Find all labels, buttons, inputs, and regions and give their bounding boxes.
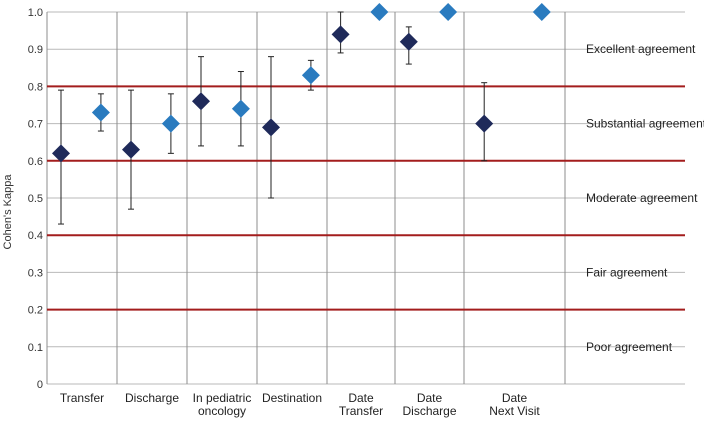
- y-axis-title: Cohen's Kappa: [2, 174, 14, 250]
- point-s1-c6: [532, 3, 551, 21]
- category-label-3: Destination: [262, 391, 322, 405]
- point-s0-c4: [331, 25, 350, 44]
- band-label-1: Substantial agreement: [586, 117, 704, 131]
- band-label-3: Fair agreement: [586, 265, 668, 279]
- y-tick-label-1: 0.1: [28, 342, 43, 354]
- point-s1-c1: [161, 114, 180, 133]
- y-tick-label-10: 1.0: [28, 7, 43, 19]
- point-s1-c3: [301, 66, 320, 85]
- band-label-4: Poor agreement: [586, 340, 673, 354]
- y-tick-layer: 0 0.1 0.2 0.3 0.4 0.5 0.6 0.7 0.8 0.9 1.0: [28, 7, 43, 391]
- band-label-0: Excellent agreement: [586, 42, 696, 56]
- point-s0-c1: [122, 140, 140, 159]
- y-tick-label-5: 0.5: [28, 193, 43, 205]
- point-s0-c2: [192, 92, 210, 111]
- category-label-1: Discharge: [125, 391, 179, 405]
- point-s0-c6: [475, 114, 494, 133]
- point-s0-c0: [52, 144, 70, 163]
- category-label-0: Transfer: [60, 391, 104, 405]
- y-tick-label-4: 0.4: [28, 230, 43, 242]
- y-tick-label-8: 0.8: [28, 81, 43, 93]
- point-layer: [52, 3, 551, 163]
- y-tick-label-9: 0.9: [28, 44, 43, 56]
- point-s1-c0: [91, 103, 110, 122]
- point-s1-c5: [439, 3, 458, 21]
- point-s1-c4: [370, 3, 389, 21]
- y-tick-label-3: 0.3: [28, 267, 43, 279]
- point-s1-c2: [231, 99, 250, 118]
- threshold-layer: [47, 85, 685, 311]
- point-s0-c3: [262, 118, 280, 137]
- band-label-2: Moderate agreement: [586, 191, 698, 205]
- point-s0-c5: [399, 32, 418, 51]
- y-tick-label-7: 0.7: [28, 119, 43, 131]
- error-bar-layer: [58, 11, 488, 225]
- y-tick-label-2: 0.2: [28, 305, 43, 317]
- y-tick-label-0: 0: [37, 379, 43, 391]
- y-tick-label-6: 0.6: [28, 156, 43, 168]
